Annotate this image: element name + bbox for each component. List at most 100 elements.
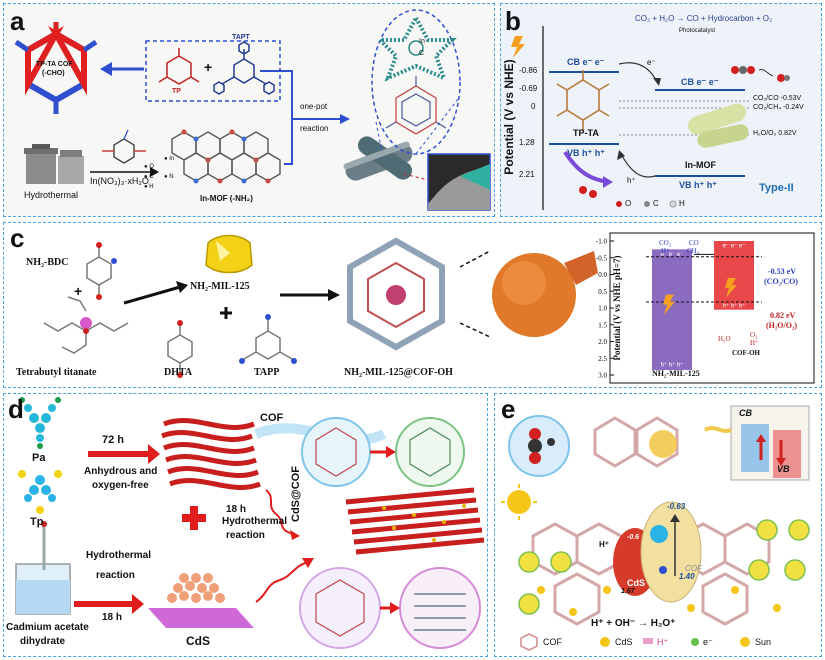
legend-c: ● C [144,174,154,180]
c-chart-h-row: h⁺ h⁺ h⁺ [661,362,684,369]
c-chart-bar-mil [652,249,692,370]
c-chart-h-row-cof: h⁺ h⁺ h⁺ [723,302,746,309]
b-cb-left: CB e⁻ e⁻ [567,57,605,67]
c-titanate: Tetrabutyl titanate [16,367,97,378]
in-mof-lattice-icon [171,131,281,182]
e-reaction: H⁺ + OH⁻ → H₂O⁺ [591,618,676,629]
e-legend-cof: COF [543,637,562,647]
d-tp: Tp [30,516,44,528]
legend-o: ● O [144,164,154,170]
b-vb-left: VB h⁺ h⁺ [567,148,605,158]
c-chart-e-row: e⁻ e⁻ e⁻ [661,252,684,258]
tpta-framework-icon [556,70,610,130]
tapp-icon [243,319,293,360]
plus-sign: + [204,59,213,75]
co2-molecule-icon [731,66,790,82]
e-hplus: H⁺ [599,540,609,549]
sun-icon [507,490,531,514]
mof-label: In-MOF (-NH₂) [200,194,253,203]
cof-label-line2: (-CHO) [42,70,65,77]
c-chart-tick-label: 1.5 [598,321,607,329]
one-pot-line1: one-pot [300,102,328,111]
c-chart-tick-label: 1.0 [598,305,607,313]
b-legend-c: C [653,199,659,208]
framework-icon [385,76,447,135]
c-o2: O₂ [750,331,758,339]
d-cadmium2: dihydrate [20,636,66,647]
nh2-bdc-molecule-icon [102,129,146,164]
panel-a-label: a [10,6,25,36]
b-h-plus: h⁺ [627,176,636,185]
cds-particles-icon [148,573,254,628]
e-cb: CB [739,408,752,418]
c-chart-tick-label: 2.5 [598,355,607,363]
nh2-bdc-icon [86,247,112,295]
panel-b-graphics [511,26,790,210]
c-ch4: CH₄ [687,247,700,255]
c-product: NH₂-MIL-125@COF-OH [344,367,453,378]
b-equation: CO₂ + H₂O → CO + Hydrocarbon + O₂ [635,14,773,23]
e-cds: CdS [627,578,645,588]
b-redox-co: CO₂/CO -0.53V [753,95,802,102]
tp-label: TP [172,88,181,95]
b-type-ii: Type-II [759,182,794,194]
dhta-icon [167,325,193,373]
c-co2: CO₂ [659,239,672,247]
cds-cof-sheets-icon [345,487,485,555]
panel-b: b Potential (V vs NHE) -0.86 -0.69 0 1.2… [500,3,822,217]
d-time1: 72 h [102,434,125,446]
c-hplus2: H⁺ [750,339,759,347]
d-time2: 18 h [226,504,247,515]
cof-particle-icon [640,501,702,603]
panel-d: d Pa Tp 72 h Anhydrous and oxygen-free C… [3,393,488,657]
b-legend-o: O [625,199,632,208]
c-tapp: TAPP [254,367,280,378]
c-dhta: DHTA [164,367,193,378]
e-cof-inside: COF [685,564,702,573]
b-redox-ch4: CO₂/CH₄ -0.24V [753,104,804,111]
c-chart-tick-label: 3.0 [598,372,607,380]
ring-label-in: In [419,38,425,45]
e-legend-e: e⁻ [703,637,713,647]
legend-in: ● In [164,156,175,162]
tp-molecule-icon [158,48,200,85]
b-ylabel: Potential (V vs NHE) [502,59,516,175]
salt-label: In(NO₃)₃·xH₂O [90,176,149,186]
c-h2oo2-sub: (H₂O/O₂) [766,321,798,330]
c-h2oo2: 0.82 eV [770,311,796,320]
cds-cof-structure-circle [399,567,481,649]
panel-a: a TP-TA COF (-CHO) TP + TAPT Hydrotherma… [3,3,495,217]
b-vb-right: VB h⁺ h⁺ [679,180,717,190]
b-inmof: In-MOF [685,160,716,170]
panel-b-label: b [505,6,521,36]
panel-e-label: e [501,394,516,424]
rod-composite-icon [343,136,413,181]
b-tick-128: 1.28 [519,138,535,147]
pa-molecule-icon [19,397,61,449]
cof-label-line1: TP-TA COF [36,61,73,68]
b-tick-0: 0 [531,102,536,111]
c-co: CO [689,239,699,247]
b-tick-221: 2.21 [519,170,535,179]
d-cof: COF [260,412,284,424]
ring-label-c: C [419,50,425,57]
d-hydro2: reaction [226,530,265,541]
d-cond1b: oxygen-free [92,480,149,491]
c-nh2-bdc: NH₂-BDC [26,257,69,268]
b-legend-h: H [679,199,685,208]
b-tpta: TP-TA [573,128,599,138]
c-h2o: H₂O [718,335,731,343]
c-chart-light-icon [725,277,737,298]
light-icon [511,36,525,58]
e-legend-sun: Sun [755,637,772,647]
e-val1: -0.63 [667,502,686,511]
mil-cof-framework-icon [347,237,445,351]
d-hydro1: Hydrothermal [222,516,288,527]
c-band-chart: -1.0-0.50.00.51.01.52.02.53.0e⁻ e⁻ e⁻e⁻ … [596,238,762,380]
c-chart-bar-cof [714,241,754,310]
d-time3: 18 h [102,612,123,623]
co2-bubble-icon [508,415,570,477]
tapt-molecule-icon [213,41,275,95]
e-legend-cds: CdS [615,637,633,647]
